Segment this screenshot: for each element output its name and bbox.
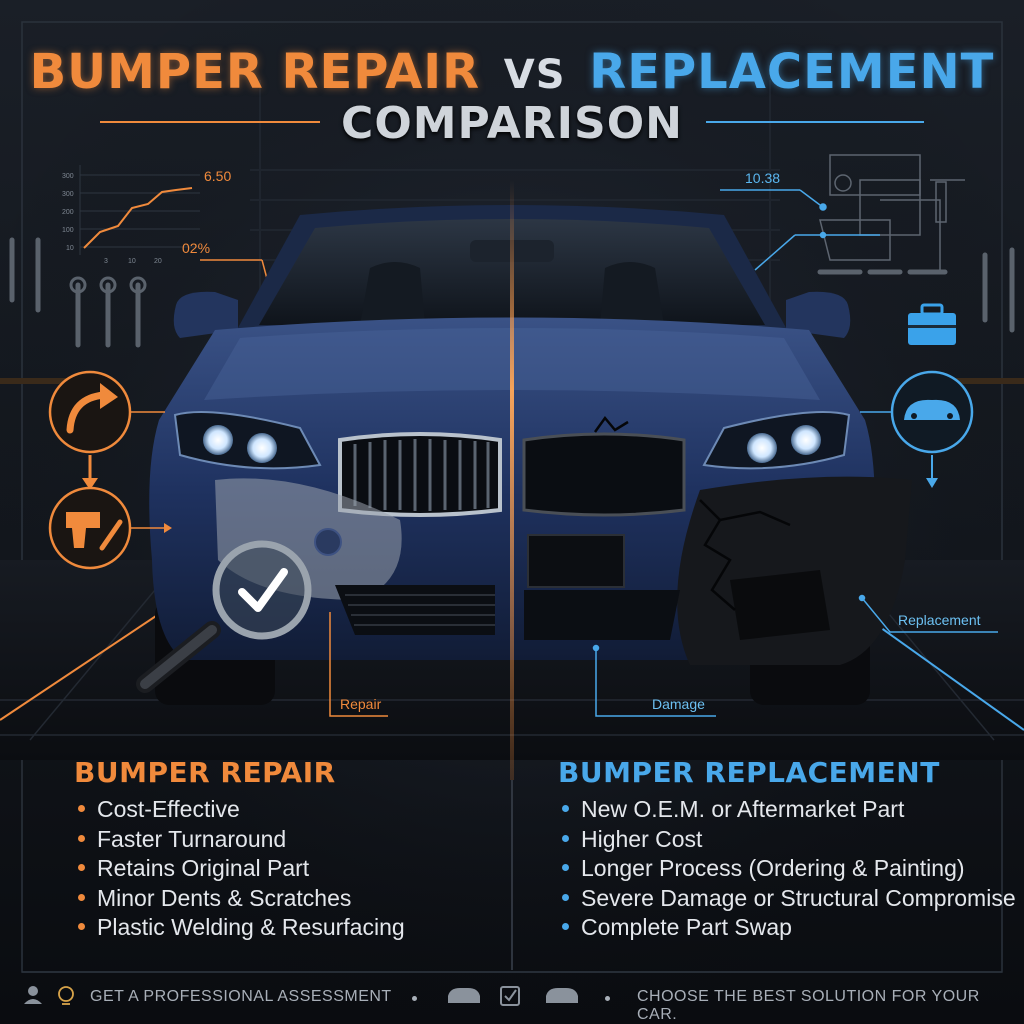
floor-light-left xyxy=(0,609,166,721)
list-item: Faster Turnaround xyxy=(74,825,405,855)
replacement-tag: Replacement xyxy=(898,612,981,628)
repair-list: Cost-Effective Faster Turnaround Retains… xyxy=(74,795,405,943)
list-item: Severe Damage or Structural Compromise xyxy=(558,884,1016,914)
wrench-icon xyxy=(9,237,147,348)
down-arrow-icon xyxy=(82,455,98,490)
left-chart-value: 6.50 xyxy=(204,168,232,184)
svg-text:10: 10 xyxy=(128,258,136,265)
svg-text:3: 3 xyxy=(104,258,108,265)
svg-text:200: 200 xyxy=(62,209,74,216)
list-item: Minor Dents & Scratches xyxy=(74,884,405,914)
repair-heading: BUMPER REPAIR xyxy=(74,756,336,789)
car-icon xyxy=(546,988,578,1003)
footer-cta-right: CHOOSE THE BEST SOLUTION FOR YOUR CAR. xyxy=(637,988,980,1023)
left-line-chart xyxy=(79,165,271,291)
replacement-heading: BUMPER REPLACEMENT xyxy=(558,756,940,789)
footer-separator xyxy=(412,996,417,1001)
center-divider xyxy=(510,180,514,780)
toolbox-icon xyxy=(908,303,956,345)
svg-text:20: 20 xyxy=(154,258,162,265)
list-item: New O.E.M. or Aftermarket Part xyxy=(558,795,1016,825)
list-item: Higher Cost xyxy=(558,825,1016,855)
redo-arrow-icon xyxy=(48,370,165,454)
left-chart-ticks: 300 300 200 100 10 3 10 20 xyxy=(62,173,162,265)
repair-column: BUMPER REPAIR Cost-Effective Faster Turn… xyxy=(74,756,405,943)
footer-separator xyxy=(605,996,610,1001)
list-item: Cost-Effective xyxy=(74,795,405,825)
footer: GET A PROFESSIONAL ASSESSMENT CHOOSE THE… xyxy=(0,974,1024,1024)
checklist-icon xyxy=(500,986,520,1006)
repair-callout-line xyxy=(329,612,388,717)
svg-text:10: 10 xyxy=(66,245,74,252)
title-line-2: COMPARISON xyxy=(341,98,683,149)
svg-text:100: 100 xyxy=(62,227,74,234)
list-item: Complete Part Swap xyxy=(558,913,1016,943)
car-front-icon xyxy=(860,370,974,488)
left-chart-percent: 02% xyxy=(182,240,211,256)
title-vs: VS xyxy=(503,52,566,98)
right-callouts xyxy=(720,189,880,271)
shelf-left xyxy=(0,378,70,384)
replacement-list: New O.E.M. or Aftermarket Part Higher Co… xyxy=(558,795,1016,943)
floor-light-right xyxy=(869,619,1024,731)
title-replacement: REPLACEMENT xyxy=(589,44,995,100)
lightbulb-icon xyxy=(58,986,74,1005)
footer-cta-left: GET A PROFESSIONAL ASSESSMENT xyxy=(90,988,392,1005)
list-item: Longer Process (Ordering & Painting) xyxy=(558,854,1016,884)
wrench-icon xyxy=(817,247,1015,333)
car-icon xyxy=(448,988,480,1003)
right-schematic xyxy=(819,154,965,270)
damage-tag: Damage xyxy=(652,696,705,712)
replacement-callout-line xyxy=(858,594,998,633)
right-readout: 10.38 xyxy=(745,170,781,186)
damage-callout-line xyxy=(592,644,716,717)
heat-gun-icon xyxy=(48,486,172,570)
person-icon xyxy=(24,986,42,1004)
magnifier-check-icon xyxy=(136,540,312,693)
shelf-right xyxy=(954,378,1024,384)
repair-tag: Repair xyxy=(340,696,382,712)
svg-text:300: 300 xyxy=(62,191,74,198)
title-repair: BUMPER REPAIR xyxy=(29,44,481,100)
list-item: Plastic Welding & Resurfacing xyxy=(74,913,405,943)
title-line-1: BUMPER REPAIR VS REPLACEMENT xyxy=(0,44,1024,100)
list-item: Retains Original Part xyxy=(74,854,405,884)
replacement-column: BUMPER REPLACEMENT New O.E.M. or Afterma… xyxy=(558,756,1016,943)
svg-text:300: 300 xyxy=(62,173,74,180)
